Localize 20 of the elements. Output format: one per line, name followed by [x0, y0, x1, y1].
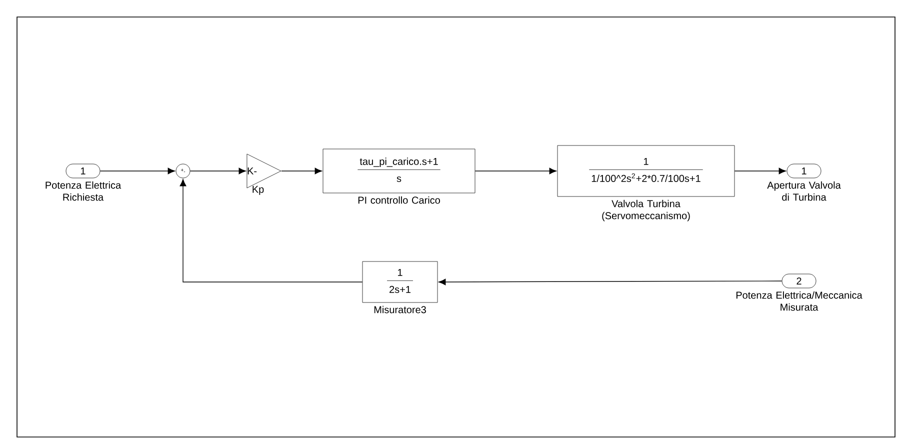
- block-label: Potenza Elettrica Richiesta: [46, 181, 122, 201]
- block-label: Valvola Turbina (Servomeccanismo): [602, 200, 690, 222]
- arrow: [734, 168, 786, 174]
- block-label: Misuratore3: [374, 306, 426, 314]
- block-label: PI controllo Carico: [358, 196, 440, 204]
- block-label: Apertura Valvola di Turbina: [767, 181, 841, 201]
- arrow: [190, 168, 246, 174]
- arrow: [474, 168, 556, 174]
- transfer-function-block: 1 1/100^2s$^{2}$+2*0.7/100s+1: [557, 145, 735, 197]
- arrow: [281, 168, 322, 174]
- block-label: Kp: [252, 186, 264, 195]
- arrow: [180, 179, 363, 282]
- port-block: 2: [782, 274, 816, 288]
- port-block: 1: [786, 164, 822, 178]
- transfer-function-block: tau_pi_carico.s+1 s: [322, 148, 476, 194]
- block-label: Potenza Elettrica/Meccanica Misurata: [736, 291, 862, 311]
- transfer-function-block: 1 2s+1: [362, 261, 438, 303]
- arrow: [100, 168, 175, 174]
- port-block: 1: [66, 164, 100, 178]
- arrow: [438, 278, 782, 286]
